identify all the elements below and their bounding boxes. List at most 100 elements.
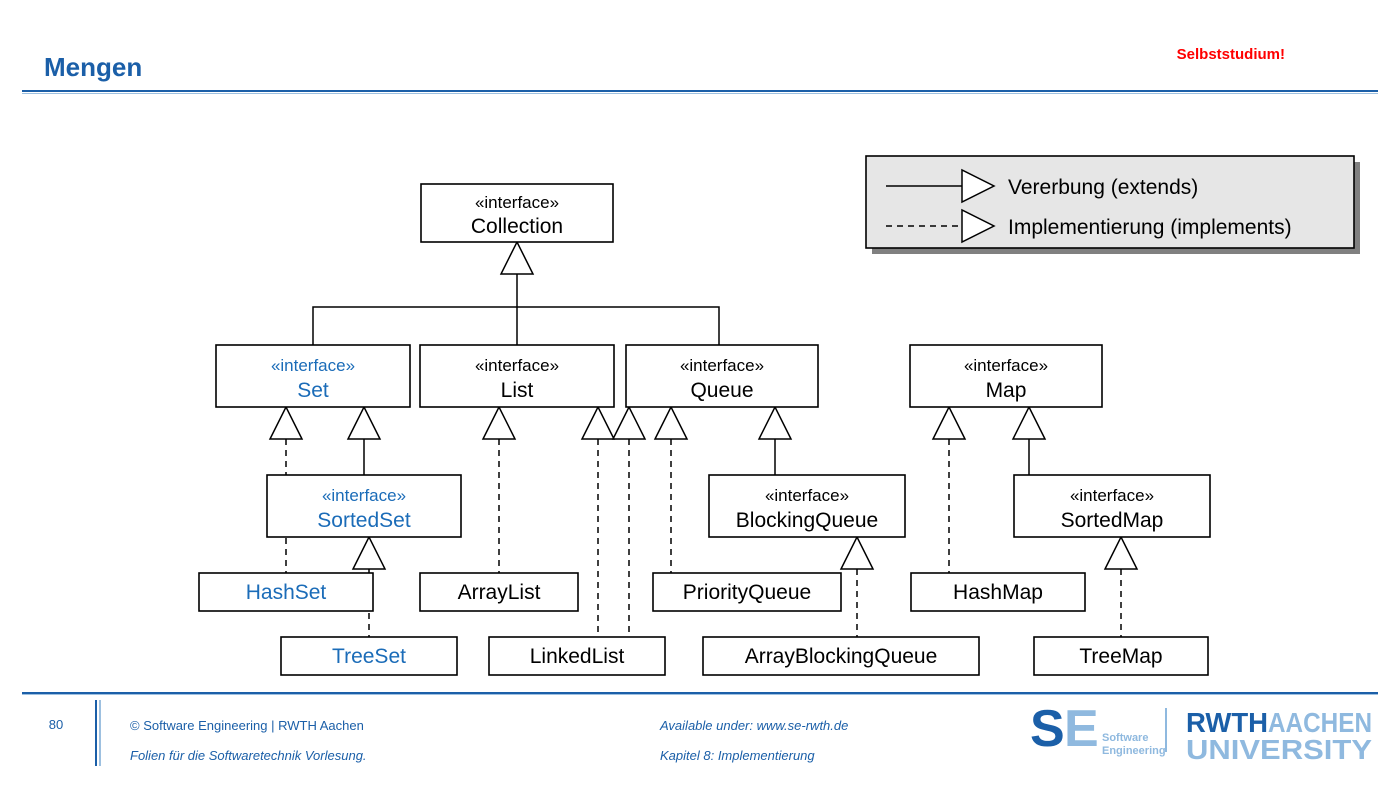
stereotype-label: «interface» — [680, 356, 764, 375]
stereotype-label: «interface» — [765, 486, 849, 505]
implements-triangle-icon — [351, 535, 387, 570]
class-box[interactable] — [625, 344, 819, 408]
class-box[interactable] — [419, 344, 615, 408]
legend-extends-triangle-icon — [961, 168, 996, 204]
stereotype-label: «interface» — [475, 193, 559, 212]
rwth-logo-part3: UNIVERSITY — [1186, 734, 1372, 765]
se-logo: S E Software Engineering — [1030, 702, 1166, 758]
implements-triangle-icon — [611, 405, 647, 440]
se-logo-s: S — [1030, 702, 1065, 758]
node-arraylist[interactable]: ArrayList — [419, 572, 579, 612]
footer-vertical-rule — [95, 700, 101, 766]
footer-divider-line — [22, 692, 1378, 695]
class-name-label: TreeSet — [332, 645, 406, 668]
stereotype-label: «interface» — [964, 356, 1048, 375]
se-logo-sub1: Software — [1102, 732, 1148, 744]
stereotype-label: «interface» — [1070, 486, 1154, 505]
node-treemap[interactable]: TreeMap — [1033, 636, 1209, 676]
legend-label-extends: Vererbung (extends) — [1008, 176, 1198, 199]
implements-triangle-icon — [653, 405, 689, 440]
class-box[interactable] — [266, 474, 462, 538]
implements-triangle-icon — [1103, 535, 1139, 570]
page-title: Mengen — [44, 52, 143, 82]
class-box[interactable] — [708, 474, 906, 538]
edge-blockingqueue-queue — [757, 405, 793, 475]
class-name-label: Queue — [690, 379, 753, 402]
rwth-logo-part1: RWTH — [1186, 707, 1268, 738]
legend-implements-triangle-icon — [961, 208, 996, 244]
legend-item-extends: Vererbung (extends) — [886, 168, 1198, 204]
edge-arraylist-list — [481, 405, 517, 573]
se-logo-sub2: Engineering — [1102, 745, 1166, 757]
node-hashmap[interactable]: HashMap — [910, 572, 1086, 612]
class-box[interactable] — [420, 183, 614, 243]
class-box[interactable] — [702, 636, 980, 676]
edge-sortedmap-map — [1011, 405, 1047, 475]
extends-triangle-icon — [1011, 405, 1047, 440]
class-name-label: BlockingQueue — [736, 509, 878, 532]
extends-triangle-icon — [757, 405, 793, 440]
class-box[interactable] — [1033, 636, 1209, 676]
extends-triangle-icon — [499, 240, 535, 275]
footer-copyright: © Software Engineering | RWTH Aachen — [130, 718, 364, 733]
class-name-label: Collection — [471, 215, 563, 238]
stereotype-label: «interface» — [322, 486, 406, 505]
node-blockingqueue[interactable]: «interface» BlockingQueue — [708, 474, 906, 538]
class-box[interactable] — [909, 344, 1103, 408]
legend-panel — [865, 155, 1355, 249]
implements-triangle-icon — [839, 535, 875, 570]
class-name-label: List — [501, 379, 534, 402]
class-box[interactable] — [419, 572, 579, 612]
footer-chapter: Kapitel 8: Implementierung — [660, 748, 815, 763]
edge-linkedlist-list — [580, 405, 616, 637]
edge-layer — [268, 240, 1139, 637]
implements-triangle-icon — [268, 405, 304, 440]
class-name-label: HashMap — [953, 581, 1043, 604]
class-box[interactable] — [910, 572, 1086, 612]
footer-slides-note: Folien für die Softwaretechnik Vorlesung… — [130, 748, 367, 763]
edge-bus-line — [312, 306, 720, 345]
node-queue[interactable]: «interface» Queue — [625, 344, 819, 408]
node-sortedset[interactable]: «interface» SortedSet — [266, 474, 462, 538]
class-box[interactable] — [215, 344, 411, 408]
node-linkedlist[interactable]: LinkedList — [488, 636, 666, 676]
uml-class-diagram: Vererbung (extends) Implementierung (imp… — [0, 100, 1400, 700]
edge-treemap-sortedmap — [1103, 535, 1139, 637]
edge-linkedlist-queue — [611, 405, 647, 637]
class-name-label: ArrayBlockingQueue — [745, 645, 938, 668]
class-name-label: PriorityQueue — [683, 581, 811, 604]
class-box[interactable] — [280, 636, 458, 676]
class-box[interactable] — [198, 572, 374, 612]
node-priorityqueue[interactable]: PriorityQueue — [652, 572, 842, 612]
node-map[interactable]: «interface» Map — [909, 344, 1103, 408]
node-collection[interactable]: «interface» Collection — [420, 183, 614, 243]
class-name-label: TreeMap — [1079, 645, 1162, 668]
node-list[interactable]: «interface» List — [419, 344, 615, 408]
class-name-label: SortedMap — [1061, 509, 1164, 532]
node-arrayblockingqueue[interactable]: ArrayBlockingQueue — [702, 636, 980, 676]
class-box[interactable] — [1013, 474, 1211, 538]
class-name-label: ArrayList — [458, 581, 541, 604]
title-divider — [22, 90, 1378, 95]
rwth-logo-part2: AACHEN — [1268, 707, 1372, 738]
node-set[interactable]: «interface» Set — [215, 344, 411, 408]
class-name-label: HashSet — [246, 581, 327, 604]
node-treeset[interactable]: TreeSet — [280, 636, 458, 676]
edge-hashmap-map — [931, 405, 967, 573]
legend-label-implements: Implementierung (implements) — [1008, 216, 1292, 239]
class-box[interactable] — [488, 636, 666, 676]
class-name-label: Map — [986, 379, 1027, 402]
stereotype-label: «interface» — [475, 356, 559, 375]
implements-triangle-icon — [931, 405, 967, 440]
footer-available-link[interactable]: Available under: www.se-rwth.de — [660, 718, 849, 733]
class-box[interactable] — [652, 572, 842, 612]
page-number: 80 — [48, 717, 64, 732]
edge-priorityqueue-queue — [653, 405, 689, 573]
node-hashset[interactable]: HashSet — [198, 572, 374, 612]
se-logo-e: E — [1064, 702, 1099, 758]
edge-collection-children — [312, 240, 720, 345]
class-name-label: Set — [297, 379, 329, 402]
implements-triangle-icon — [580, 405, 616, 440]
node-sortedmap[interactable]: «interface» SortedMap — [1013, 474, 1211, 538]
stereotype-label: «interface» — [271, 356, 355, 375]
